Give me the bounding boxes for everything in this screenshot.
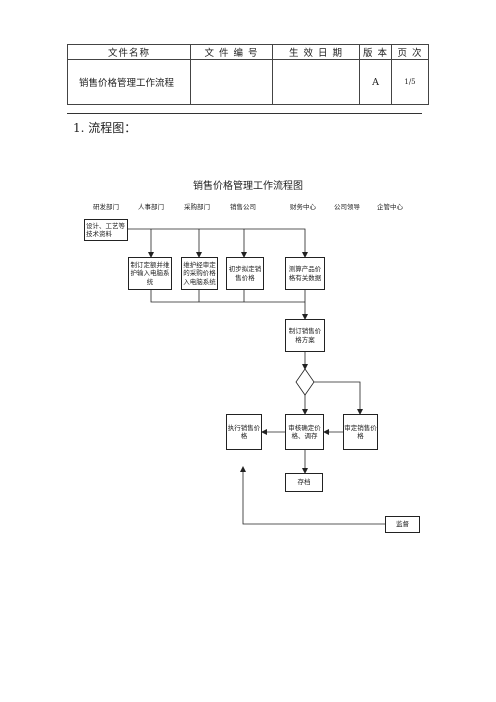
column-header-finance: 财务中心: [290, 203, 316, 211]
decision-diamond: [295, 368, 315, 396]
connector-supervise-feedback: [240, 466, 385, 525]
node-execute-price: 执行销售价格: [226, 414, 262, 450]
header-divider: [67, 113, 422, 114]
node-cost-data: 测算产品价格有关数据: [285, 257, 325, 290]
column-header-sales: 销售公司: [230, 203, 256, 211]
node-sales-plan: 制订销售价格方案: [285, 319, 325, 352]
column-header-purchasing: 采购部门: [184, 203, 210, 211]
node-approve-price: 审定销售价格: [343, 414, 378, 450]
node-supervise: 监督: [385, 516, 420, 533]
node-quota-input: 制订定额并维护输入电脑系统: [128, 257, 172, 290]
node-purchase-price: 维护经审定的采购价格入电脑系统: [181, 257, 218, 290]
node-design-data: 设计、工艺等技术资料: [84, 219, 128, 241]
section-heading: 1. 流程图：: [73, 121, 137, 135]
document-header-table: 文件名称 文 件 编 号 生 效 日 期 版 本 页 次 销售价格管理工作流程 …: [67, 44, 429, 105]
column-header-rd: 研发部门: [93, 203, 119, 211]
node-archive: 存档: [285, 473, 323, 492]
column-header-leadership: 公司领导: [334, 203, 360, 211]
connector-design-branch: [127, 228, 308, 258]
header-value-page: 1/5: [391, 59, 429, 105]
flowchart-title: 销售价格管理工作流程图: [193, 181, 303, 192]
node-review-price: 审核确定价格、调存: [285, 414, 324, 450]
column-header-hr: 人事部门: [138, 203, 164, 211]
column-header-management: 企管中心: [377, 203, 403, 211]
header-value-file-name: 销售价格管理工作流程: [67, 59, 191, 105]
node-draft-price: 初步拟定销售价格: [226, 257, 264, 290]
connector-merge-quota: [150, 289, 305, 303]
connector-to-approve: [314, 381, 363, 415]
